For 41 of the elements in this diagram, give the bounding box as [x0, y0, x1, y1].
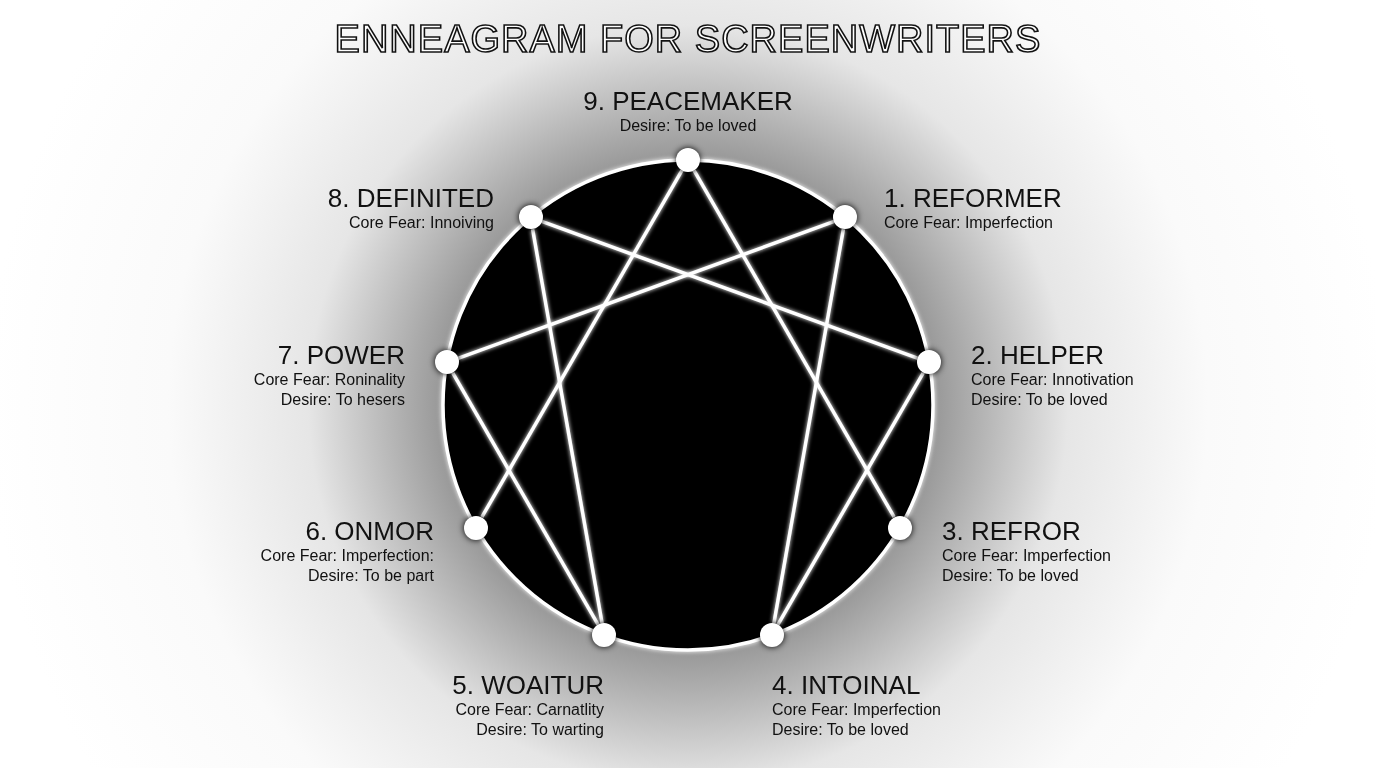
- type-description: Core Fear: Imperfection: [942, 546, 1111, 566]
- connector-line: [480, 169, 684, 518]
- type-description: Core Fear: Imperfection:: [260, 546, 434, 566]
- type-description: Core Fear: Imperfection: [884, 213, 1053, 233]
- connector-line: [530, 228, 604, 624]
- type-heading: 9. PEACEMAKER: [583, 86, 793, 116]
- type-description: Core Fear: Roninality: [253, 370, 405, 390]
- type-description: Desire: To be loved: [971, 390, 1108, 410]
- connector-line: [457, 219, 835, 360]
- type-description: Desire: To be part: [308, 566, 434, 586]
- type-description: Desire: To be loved: [619, 116, 757, 136]
- circle-point: [676, 148, 700, 172]
- type-description: Core Fear: Carnatlity: [455, 700, 604, 720]
- type-description: Desire: To warting: [476, 720, 604, 740]
- circle-point: [463, 515, 488, 540]
- circle-point: [917, 350, 942, 375]
- type-heading: 5. WOAITUR: [452, 670, 604, 700]
- type-heading: 2. HELPER: [971, 340, 1104, 370]
- connector-line: [541, 219, 919, 360]
- connector-line: [772, 228, 846, 624]
- connector-line: [451, 371, 600, 626]
- type-description: Core Fear: Imperfection: [772, 700, 941, 720]
- connector-line: [776, 371, 925, 626]
- type-heading: 7. POWER: [277, 340, 405, 370]
- circle-point: [434, 350, 459, 375]
- type-heading: 3. REFROR: [942, 516, 1081, 546]
- circle-point: [518, 205, 543, 230]
- circle-point: [833, 205, 858, 230]
- connector-line: [692, 169, 896, 518]
- connector-line: [487, 525, 889, 530]
- type-description: Desire: To hesers: [280, 390, 405, 410]
- type-description: Core Fear: Innotivation: [971, 370, 1134, 390]
- type-heading: 6. ONMOR: [305, 516, 434, 546]
- type-description: Desire: To be loved: [772, 720, 909, 740]
- title: ENNEAGRAM FOR SCREENWRITERS: [333, 18, 1043, 61]
- type-heading: 8. DEFINITED: [327, 183, 494, 213]
- type-heading: 1. REFORMER: [884, 183, 1062, 213]
- circle-point: [592, 623, 617, 648]
- type-heading: 4. INTOINAL: [772, 670, 921, 700]
- type-description: Core Fear: Innoiving: [349, 213, 494, 233]
- type-description: Desire: To be loved: [942, 566, 1079, 586]
